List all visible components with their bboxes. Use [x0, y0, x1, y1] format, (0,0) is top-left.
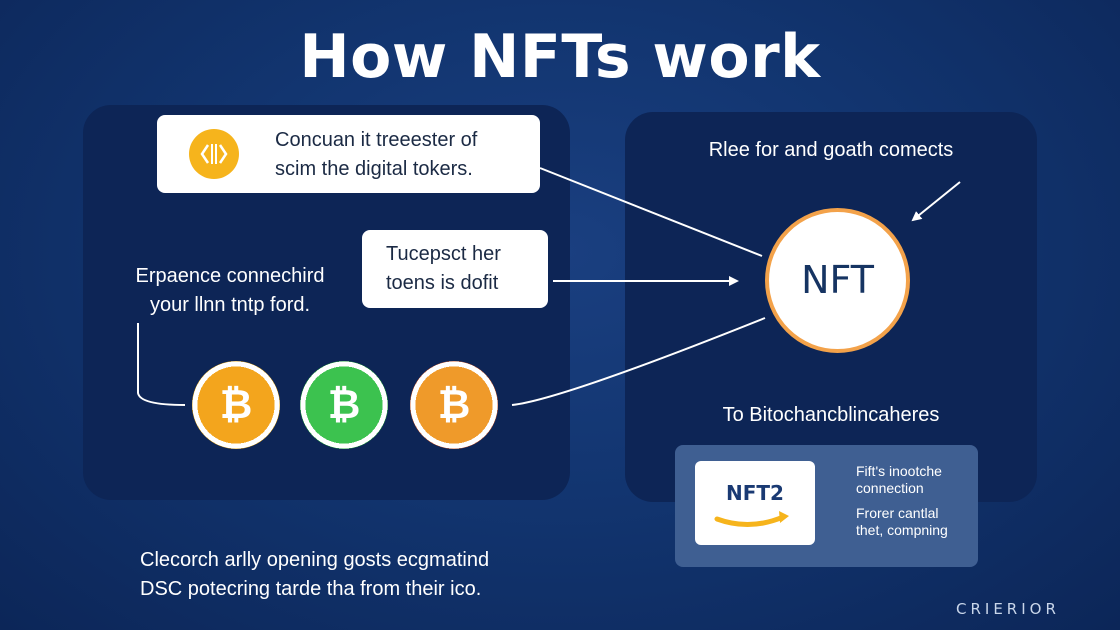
bitcoin-icon: ₿ [327, 382, 361, 428]
connector-card-to-nft [539, 167, 763, 257]
bitcoin-icon: ₿ [219, 382, 253, 428]
nft2-item-line: thet, compning [856, 522, 948, 538]
connector-corner-arrow [911, 181, 961, 222]
code-brackets-icon [200, 144, 228, 164]
nft-node: NFT [765, 208, 910, 353]
nft2-card: NFT2 [695, 461, 815, 545]
token-status-card: Tucepsct her toens is dofit [362, 230, 548, 308]
card-line: Concuan it treeester of [275, 129, 478, 151]
right-heading: Rlee for and goath comects [708, 139, 954, 161]
nft2-item-1: Fift's inootche connection [856, 463, 976, 497]
nft-label: NFT [801, 258, 874, 302]
bottom-caption-line: Clecorch arlly opening gosts ecgmatind [140, 549, 490, 571]
bitcoin-coin-orange: ₿ [410, 361, 498, 449]
side-caption-line: your llnn tntp ford. [149, 294, 311, 316]
nft2-label: NFT2 [726, 481, 784, 505]
nft2-item-line: Frorer cantlal [856, 505, 939, 521]
brand-watermark: CRIERIOR [956, 600, 1060, 618]
token-description-card: Concuan it treeester of scim the digital… [157, 115, 540, 193]
bottom-caption-line: DSC potecring tarde tha from their ico. [140, 578, 482, 600]
bitcoin-coin-yellow: ₿ [192, 361, 280, 449]
token-icon [189, 129, 239, 179]
card-line: scim the digital tokers. [275, 158, 473, 180]
bottom-caption: Clecorch arlly opening gosts ecgmatind D… [140, 546, 560, 604]
side-caption: Erpaence connechird your llnn tntp ford. [115, 262, 345, 320]
swoosh-arrow-icon [714, 511, 789, 528]
connector-coins-to-nft [511, 317, 766, 406]
nft2-item-line: Fift's inootche [856, 463, 942, 479]
side-caption-line: Erpaence connechird [135, 265, 325, 287]
nft2-item-line: connection [856, 480, 924, 496]
nft2-item-2: Frorer cantlal thet, compning [856, 505, 976, 539]
bitcoin-coin-green: ₿ [300, 361, 388, 449]
card-line: toens is dofit [386, 272, 499, 294]
right-caption: To Bitochancblincaheres [722, 404, 940, 426]
connector-text-to-coins [137, 323, 186, 406]
bitcoin-icon: ₿ [437, 382, 471, 428]
page-title: How NFTs work [299, 22, 821, 92]
card-line: Tucepsct her [386, 243, 501, 265]
